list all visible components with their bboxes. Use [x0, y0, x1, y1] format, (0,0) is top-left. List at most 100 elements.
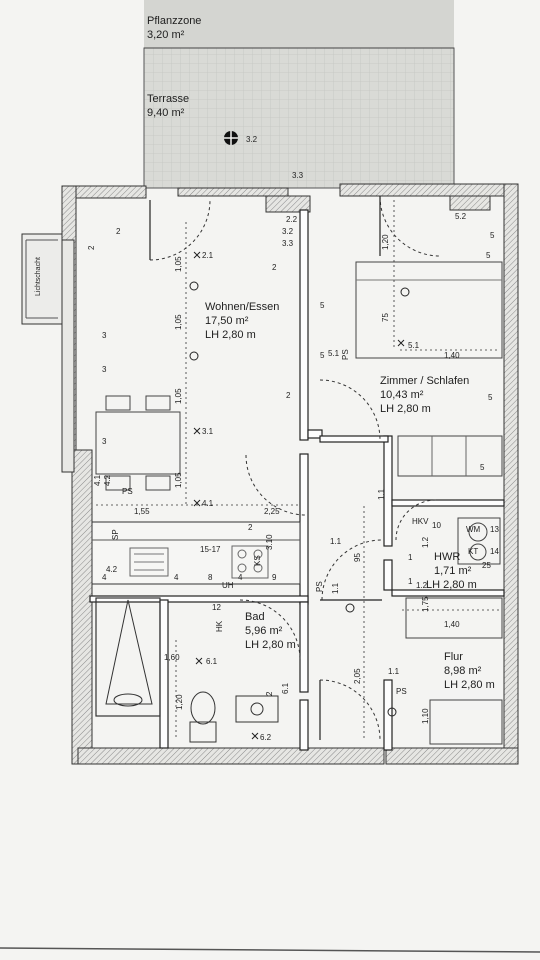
flur-name: Flur: [444, 651, 463, 663]
dim-1-40-a: 1,40: [444, 351, 460, 360]
uh-label: UH: [222, 581, 234, 590]
page-edge: [0, 947, 540, 953]
sym-4-1: 4.1: [202, 499, 214, 508]
num-3-b: 3: [102, 437, 107, 446]
wohnen-light-icon-1: [189, 281, 199, 291]
wohnen-light-icon-2: [189, 351, 199, 361]
ps-flur: PS: [396, 687, 407, 696]
range-15-17: 15-17: [200, 545, 221, 554]
hwr-height-value: LH 2,80 m: [426, 579, 477, 591]
hwr-machines: [457, 517, 501, 565]
num-5-b: 5: [486, 251, 491, 260]
sym-3-2-terrasse: 3.2: [246, 135, 258, 144]
flur-area-value: 8,98 m²: [444, 665, 482, 677]
sym-5-1-a: 5.1: [328, 349, 340, 358]
door-leaves: [149, 196, 382, 740]
sym-3-3: 3.3: [282, 239, 294, 248]
dim-1-10: 1,10: [421, 708, 430, 724]
wohnen-height-value: LH 2,80 m: [205, 329, 256, 341]
ks-label: KS: [253, 555, 262, 566]
dim-75: 75: [381, 313, 390, 322]
num-2-a: 2: [116, 227, 121, 236]
num-2-b: 2: [272, 263, 277, 272]
dim-12: 12: [212, 603, 221, 612]
lichtschacht: [21, 233, 75, 473]
sym-1-1-b: 1.1: [388, 667, 400, 676]
lichtschacht-label: Lichtschacht: [35, 257, 42, 296]
flur-height-value: LH 2,80 m: [444, 679, 495, 691]
dim-1-20-b: 1,20: [175, 694, 184, 710]
num-4-a: 4: [102, 573, 107, 582]
terrasse-area: [143, 47, 455, 189]
dim-1-55: 1,55: [134, 507, 150, 516]
dim-95: 95: [353, 553, 362, 562]
dim-1-60: 1,60: [164, 653, 180, 662]
kitchen-counter: [91, 521, 301, 585]
num-4-c: 4: [238, 573, 243, 582]
zimmer-height-value: LH 2,80 m: [380, 403, 431, 415]
num-5-e: 5: [480, 463, 485, 472]
dim-1-05-a: 1,05: [174, 256, 183, 272]
sym-1-1-d: 1.1: [331, 582, 340, 594]
sym-3-3-terrasse: 3.3: [292, 171, 304, 180]
terrasse-name: Terrasse: [147, 93, 189, 105]
flur-bench: [429, 699, 503, 745]
sym-6-1-b: 6.1: [281, 682, 290, 694]
dim-2-05: 2,05: [353, 668, 362, 684]
sym-3-2: 3.2: [282, 227, 294, 236]
sym-2-2: 2.2: [286, 215, 298, 224]
dimension-lines: [96, 200, 502, 740]
sym-1-1-c: 1.1: [377, 488, 386, 500]
num-8: 8: [208, 573, 213, 582]
hwr-area-value: 1,71 m²: [434, 565, 472, 577]
bad-name: Bad: [245, 611, 265, 623]
pflanzzone-name: Pflanzzone: [147, 15, 201, 27]
flur-light-icon-1: [345, 603, 355, 613]
num-3-c: 3: [102, 331, 107, 340]
wohnen-area-value: 17,50 m²: [205, 315, 249, 327]
zimmer-name: Zimmer / Schlafen: [380, 375, 469, 387]
sym-1-2-b: 1.2: [416, 581, 428, 590]
num-2-c: 2: [286, 391, 291, 400]
sym-1-1-a: 1.1: [330, 537, 342, 546]
sym-1-2-a: 1.2: [421, 536, 430, 548]
num-25: 25: [482, 561, 491, 570]
sym-6-1-a: 6.1: [206, 657, 218, 666]
sp-label: SP: [111, 529, 120, 540]
num-10: 10: [432, 521, 441, 530]
sym-4-2-b: 4.2: [106, 565, 118, 574]
interior-walls: [89, 209, 505, 751]
num-5-a: 5: [320, 301, 325, 310]
ps-hwr: PS: [315, 581, 324, 592]
sym-4-2-a: 4.2: [103, 474, 112, 486]
dim-1-40-b: 1,40: [444, 620, 460, 629]
zimmer-area-value: 10,43 m²: [380, 389, 424, 401]
ps-zimmer: PS: [341, 349, 350, 360]
hkv-label: HKV: [412, 517, 429, 526]
sym-3-1: 3.1: [202, 427, 214, 436]
toilet: [189, 691, 217, 743]
hk-label: HK: [215, 620, 224, 632]
num-5-c: 5: [490, 231, 495, 240]
bad-height-value: LH 2,80 m: [245, 639, 296, 651]
door-swings: [149, 195, 441, 741]
washbasin: [235, 695, 279, 723]
dining-table: [95, 395, 181, 491]
dim-1-20-a: 1,20: [381, 234, 390, 250]
flur-light-icon-2: [387, 707, 397, 717]
sym-4-1-wall: 4.1: [93, 474, 102, 486]
flur-cabinet: [405, 597, 503, 639]
dim-1-05-d: 1,05: [174, 472, 183, 488]
bed: [355, 261, 503, 359]
sym-3-10: 3.10: [265, 534, 274, 550]
num-9: 9: [272, 573, 277, 582]
bathtub: [95, 597, 161, 717]
sym-6-2: 6.2: [260, 733, 272, 742]
num-14: 14: [490, 547, 499, 556]
wm-label: WM: [466, 525, 481, 534]
kt-label: KT: [468, 547, 478, 556]
dim-2-25: 2,25: [264, 507, 280, 516]
num-4-b: 4: [174, 573, 179, 582]
zimmer-light-icon: [400, 287, 410, 297]
